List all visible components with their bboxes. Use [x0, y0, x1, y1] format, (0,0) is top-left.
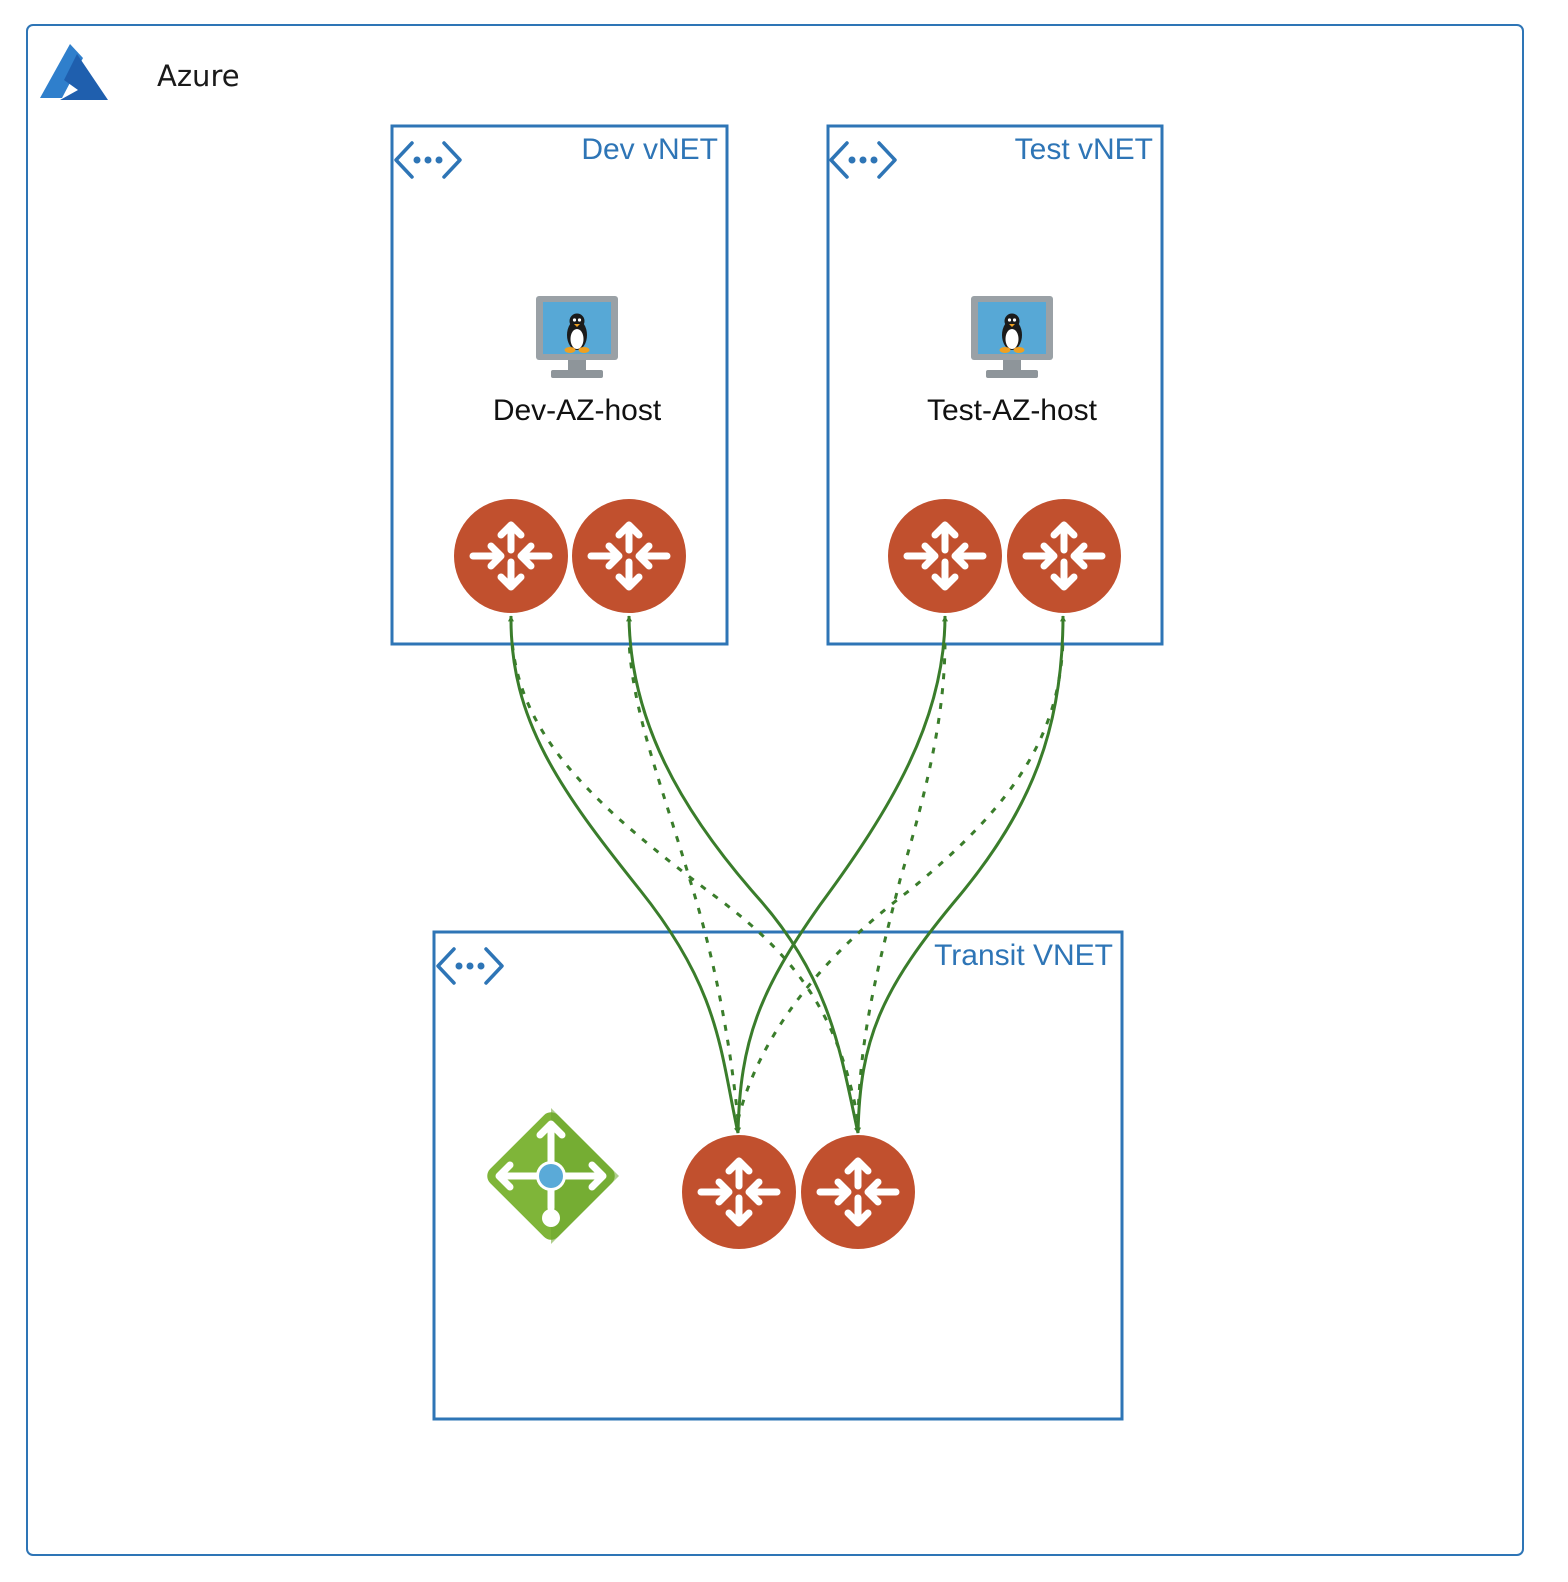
- connections: [507, 615, 1066, 1134]
- router-icon: [1007, 499, 1121, 613]
- vnet-transit-label: Transit VNET: [934, 939, 1113, 972]
- connection-dashed: [736, 639, 1065, 1121]
- router-icon: [454, 499, 568, 613]
- connection-dashed: [510, 639, 860, 1121]
- vnet-icon: [829, 141, 897, 179]
- router-icon: [572, 499, 686, 613]
- connection-dashed: [856, 639, 947, 1121]
- router-icon: [888, 499, 1002, 613]
- azure-label: Azure: [157, 59, 240, 93]
- vnet-test-label: Test vNET: [1015, 133, 1153, 166]
- connection-solid: [507, 615, 740, 1134]
- azure-cloud-frame: [26, 24, 1524, 1556]
- vnet-dev-label: Dev vNET: [581, 133, 718, 166]
- router-icon: [682, 1135, 796, 1249]
- azure-logo-icon: [40, 44, 108, 100]
- vnet-icon: [436, 947, 504, 985]
- vnet-icon: [394, 141, 462, 179]
- dev-host-label: Dev-AZ-host: [493, 394, 662, 427]
- connection-solid: [855, 615, 1066, 1134]
- connection-solid: [626, 615, 860, 1134]
- router-icon: [801, 1135, 915, 1249]
- linux-vm-icon: [536, 296, 618, 378]
- connection-dashed: [627, 639, 740, 1121]
- virtual-network-gateway-icon: [487, 1108, 619, 1244]
- linux-vm-icon: [971, 296, 1053, 378]
- test-host-label: Test-AZ-host: [927, 394, 1098, 427]
